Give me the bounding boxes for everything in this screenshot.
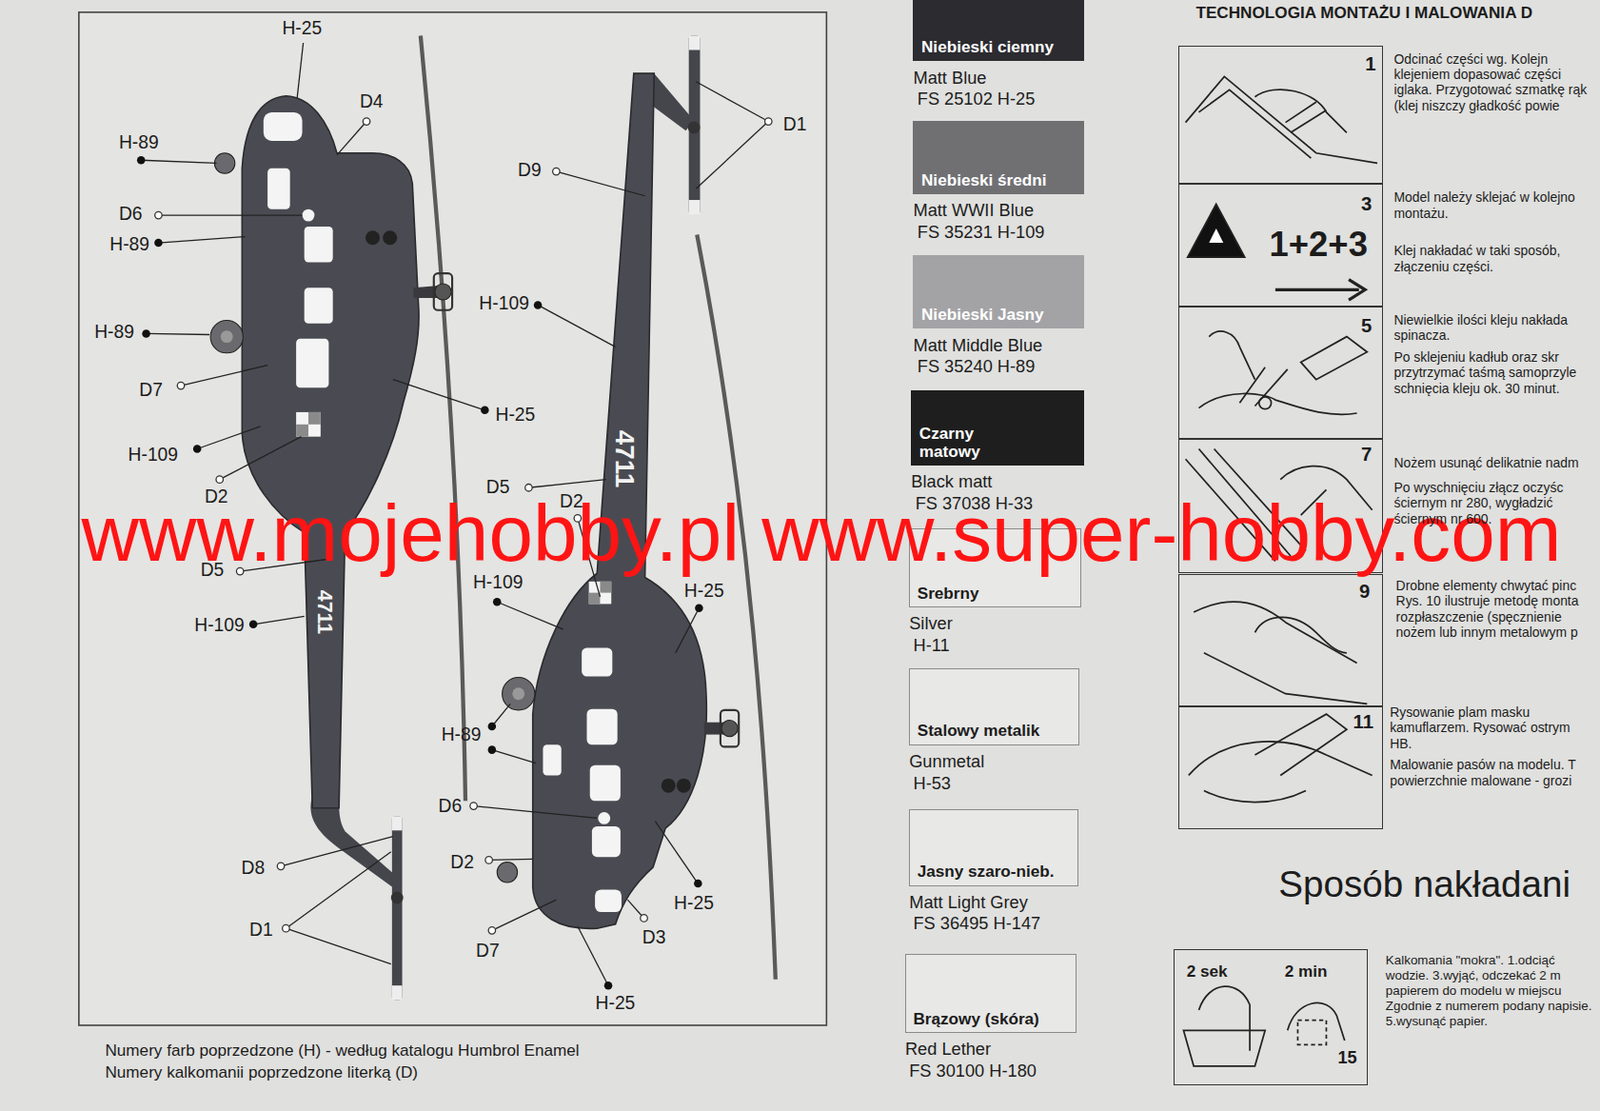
step-frame: 3 1+2+3 bbox=[1178, 183, 1383, 307]
step-number: 3 bbox=[1361, 193, 1372, 215]
step-text: Klej nakładać w taki sposób, złączeniu c… bbox=[1393, 242, 1594, 275]
step-text: Malowanie pasów na modelu. T powierzchni… bbox=[1389, 756, 1594, 789]
color-name: Brązowy (skóra) bbox=[912, 1009, 1039, 1028]
callout-label: H-25 bbox=[673, 892, 714, 914]
decal-time: 2 sek bbox=[1186, 962, 1228, 981]
step-number: 1 bbox=[1364, 53, 1376, 75]
callout-label: D8 bbox=[241, 857, 266, 879]
callout-label: D6 bbox=[437, 795, 462, 817]
callout-label: D7 bbox=[138, 378, 163, 400]
glue-order: 1+2+3 bbox=[1269, 225, 1368, 264]
step-text: Po wyschnięciu złącz oczyśc ściernym nr … bbox=[1393, 479, 1594, 527]
swatch-fill: Brązowy (skóra) bbox=[905, 953, 1077, 1033]
section-heading: Sposób nakładani bbox=[1278, 863, 1571, 906]
swatch-fill: Stalowy metalik bbox=[908, 668, 1080, 745]
color-spec: FS 35240 H-89 bbox=[912, 355, 1084, 378]
color-name: Srebrny bbox=[917, 584, 980, 603]
color-spec: FS 36495 H-147 bbox=[908, 912, 1079, 935]
decal-time: 15 bbox=[1337, 1047, 1357, 1067]
swatch-fill: Czarny matowy bbox=[910, 390, 1084, 466]
swatch-fill: Niebieski ciemny bbox=[912, 0, 1084, 61]
callout-label: H-25 bbox=[595, 992, 636, 1014]
callout-label: H-89 bbox=[94, 321, 135, 343]
callout-label: H-25 bbox=[494, 404, 535, 426]
paint-swatch: Niebieski średniMatt WWII BlueFS 35231 H… bbox=[912, 120, 1084, 244]
swatch-fill: Jasny szaro-nieb. bbox=[908, 809, 1079, 886]
color-spec: Matt WWII Blue bbox=[912, 199, 1084, 222]
color-name: Niebieski Jasny bbox=[921, 305, 1045, 324]
step-text: Model należy sklejać w kolejno montażu. bbox=[1393, 189, 1594, 221]
swatch-fill: Niebieski Jasny bbox=[912, 255, 1084, 329]
callout-label: H-109 bbox=[128, 444, 179, 466]
paint-swatch: Niebieski ciemnyMatt BlueFS 25102 H-25 bbox=[912, 0, 1084, 111]
color-spec: H-11 bbox=[908, 634, 1082, 657]
callout-label: D4 bbox=[359, 91, 384, 113]
step-text: Odcinać części wg. Kolejn klejeniem dopa… bbox=[1393, 51, 1594, 115]
tail-number: 4711 bbox=[313, 590, 337, 635]
note: Numery farb poprzedzone (H) - według kat… bbox=[104, 1041, 579, 1061]
callout-label: H-25 bbox=[684, 580, 725, 602]
paint-swatch: Brązowy (skóra) Red LetherFS 30100 H-180 bbox=[905, 953, 1077, 1082]
step-text: Po sklejeniu kadłub oraz skr przytrzymać… bbox=[1393, 349, 1594, 396]
color-name: Czarny matowy bbox=[919, 424, 1017, 461]
step-frame: 9 bbox=[1178, 573, 1383, 707]
callout-label: H-89 bbox=[441, 724, 482, 746]
callout-label: H-89 bbox=[109, 234, 150, 256]
step-frame: 5 bbox=[1178, 306, 1383, 439]
callout-label: D6 bbox=[118, 203, 143, 225]
paint-swatch: Jasny szaro-nieb. Matt Light GreyFS 36495… bbox=[908, 809, 1079, 935]
swatch-fill: Niebieski średni bbox=[912, 120, 1084, 195]
callout-label: D3 bbox=[642, 927, 667, 949]
note: Numery kalkomanii poprzedzone literką (D… bbox=[104, 1063, 418, 1083]
paint-swatch: Stalowy metalikGunmetalH-53 bbox=[908, 668, 1080, 794]
decal-instructions: Kalkomania "mokra". 1.odciąć wodzie. 3.w… bbox=[1385, 952, 1595, 1028]
section-title: TECHNOLOGIA MONTAŻU I MALOWANIA D bbox=[1195, 3, 1533, 23]
watermark: www.mojehobby.pl www.super-hobby.com bbox=[81, 486, 1562, 578]
callout-label: D9 bbox=[517, 159, 542, 181]
color-name: Jasny szaro-nieb. bbox=[917, 862, 1055, 881]
tail-number: 4711 bbox=[609, 430, 640, 488]
step-text: Drobne elementy chwytać pinc Rys. 10 ilu… bbox=[1396, 577, 1595, 641]
color-spec: Gunmetal bbox=[908, 750, 1080, 773]
step-text: Rysowanie plam masku kamuflarzem. Rysowa… bbox=[1389, 704, 1594, 751]
color-spec: Matt Light Grey bbox=[908, 891, 1079, 914]
step-frame: 1 bbox=[1178, 45, 1383, 184]
callout-label: D7 bbox=[475, 940, 500, 962]
callout-label: H-109 bbox=[478, 293, 530, 315]
callout-label: H-25 bbox=[281, 18, 322, 40]
color-spec: Red Lether bbox=[905, 1038, 1077, 1061]
step-frame: 11 bbox=[1178, 706, 1383, 830]
color-spec: Matt Blue bbox=[912, 67, 1084, 90]
color-name: Niebieski średni bbox=[921, 171, 1047, 190]
callout-label: H-109 bbox=[194, 614, 245, 636]
callout-label: D1 bbox=[783, 114, 808, 136]
step-number: 9 bbox=[1359, 580, 1370, 602]
step-number: 7 bbox=[1361, 443, 1372, 465]
step-text: Nożem usunąć delikatnie nadm bbox=[1393, 454, 1594, 471]
color-spec: H-53 bbox=[908, 772, 1080, 795]
callout-label: D1 bbox=[249, 919, 274, 941]
step-number: 5 bbox=[1361, 315, 1372, 336]
color-spec: FS 30100 H-180 bbox=[905, 1060, 1077, 1083]
decal-frame: 2 sek 2 min 15 bbox=[1173, 948, 1368, 1086]
callout-label: D2 bbox=[450, 851, 475, 873]
decal-time: 2 min bbox=[1284, 962, 1328, 981]
step-number: 11 bbox=[1352, 711, 1374, 732]
color-spec: FS 35231 H-109 bbox=[912, 221, 1084, 244]
color-spec: Matt Middle Blue bbox=[912, 335, 1084, 357]
paint-swatch: Niebieski JasnyMatt Middle BlueFS 35240 … bbox=[912, 255, 1084, 378]
callout-label: H-89 bbox=[118, 132, 159, 154]
color-spec: FS 25102 H-25 bbox=[912, 88, 1084, 111]
color-name: Stalowy metalik bbox=[917, 721, 1041, 740]
color-name: Niebieski ciemny bbox=[921, 38, 1054, 57]
color-spec: Silver bbox=[908, 612, 1082, 635]
step-text: Niewielkie ilości kleju nakłada spinacza… bbox=[1393, 312, 1594, 344]
